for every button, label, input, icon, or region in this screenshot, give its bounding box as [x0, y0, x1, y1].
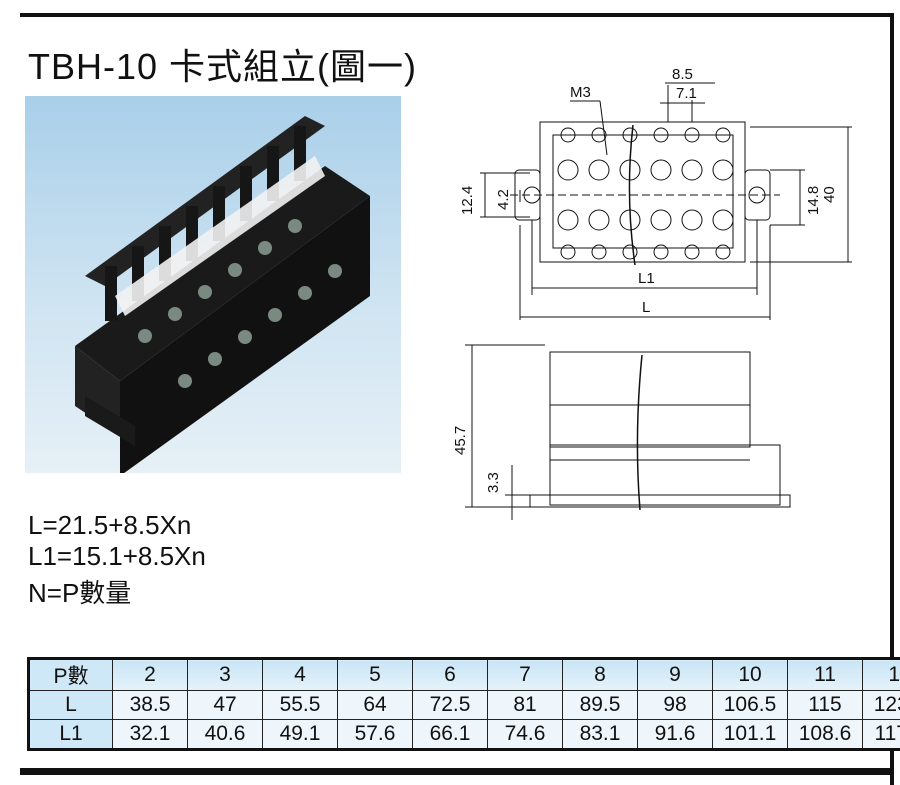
table-cell: 38.5	[112, 690, 188, 720]
screw-icon	[712, 209, 734, 231]
table-cell: 66.1	[412, 719, 488, 750]
dim-14-8: 14.8	[805, 186, 822, 215]
screw-icon	[591, 127, 607, 143]
table-cell: 49.1	[262, 719, 338, 750]
screw-icon	[715, 127, 731, 143]
table-cell: 81	[487, 690, 563, 720]
terminal-block-image	[75, 116, 370, 476]
screw-icon	[681, 209, 703, 231]
table-cell: 55.5	[262, 690, 338, 720]
dim-l1: L1	[638, 270, 655, 287]
table-cell: 98	[637, 690, 713, 720]
dim-40: 40	[821, 186, 838, 203]
top-border	[20, 13, 894, 17]
screw-icon	[650, 159, 672, 181]
top-view: 8.5 7.1 M3 12.4 4.2 14.8 40 L1 L	[459, 66, 852, 320]
screw-icon	[653, 244, 669, 260]
dim-3-3: 3.3	[485, 472, 502, 493]
formula-l1: L1=15.1+8.5Xn	[28, 541, 206, 571]
dim-l: L	[642, 299, 650, 316]
side-view: 45.7 3.3	[452, 344, 791, 520]
screw-icon	[588, 209, 610, 231]
screw-icon	[560, 244, 576, 260]
screw-icon	[591, 244, 607, 260]
table-cell: 11	[787, 658, 863, 691]
table-cell: 12	[862, 658, 900, 691]
dim-12-4: 12.4	[459, 186, 476, 215]
formula-l: L=21.5+8.5Xn	[28, 510, 192, 540]
screw-icon	[681, 159, 703, 181]
formula-n: N=P數量	[28, 578, 132, 608]
table-cell: 6	[412, 658, 488, 691]
barrier-fin	[105, 266, 117, 321]
table-cell: 7	[487, 658, 563, 691]
table-header-row: P數23456789101112	[28, 658, 900, 691]
screw-icon	[684, 127, 700, 143]
table-row-label: L1	[28, 719, 113, 750]
table-cell: 108.6	[787, 719, 863, 750]
table-cell: 72.5	[412, 690, 488, 720]
table-cell: 83.1	[562, 719, 638, 750]
screw-icon	[557, 159, 579, 181]
table-cell: 9	[637, 658, 713, 691]
screw-icon	[712, 159, 734, 181]
table-cell: 117.1	[862, 719, 900, 750]
screw-icon	[560, 127, 576, 143]
table-cell: 106.5	[712, 690, 788, 720]
table-cell: 2	[112, 658, 188, 691]
technical-drawing: 8.5 7.1 M3 12.4 4.2 14.8 40 L1 L	[452, 66, 852, 520]
table-cell: 32.1	[112, 719, 188, 750]
table-cell: 64	[337, 690, 413, 720]
table-row-label: P數	[28, 658, 113, 691]
table-cell: 4	[262, 658, 338, 691]
table-cell: 115	[787, 690, 863, 720]
table-cell: 8	[562, 658, 638, 691]
bottom-border	[20, 768, 894, 775]
table-cell: 91.6	[637, 719, 713, 750]
product-photo	[25, 96, 401, 476]
screw-icon	[557, 209, 579, 231]
page-title: TBH-10 卡式組立(圖一)	[28, 46, 418, 87]
screw-icon	[653, 127, 669, 143]
table-row-label: L	[28, 690, 113, 720]
screw-icon	[622, 244, 638, 260]
dim-gap: 7.1	[676, 85, 697, 102]
screw-icon	[684, 244, 700, 260]
table-cell: 89.5	[562, 690, 638, 720]
table-cell: 123.5	[862, 690, 900, 720]
table-cell: 101.1	[712, 719, 788, 750]
dim-4-2: 4.2	[495, 189, 512, 210]
dimension-table: P數23456789101112 L38.54755.56472.58189.5…	[27, 657, 900, 751]
table-cell: 10	[712, 658, 788, 691]
screw-label: M3	[570, 84, 591, 101]
right-border	[890, 13, 894, 785]
screw-icon	[588, 159, 610, 181]
screw-icon	[650, 209, 672, 231]
table-cell: 40.6	[187, 719, 263, 750]
table-cell: 5	[337, 658, 413, 691]
table-cell: 74.6	[487, 719, 563, 750]
screw-icon	[622, 127, 638, 143]
dim-45-7: 45.7	[452, 426, 469, 455]
table-cell: 57.6	[337, 719, 413, 750]
table-cell: 47	[187, 690, 263, 720]
dim-pitch: 8.5	[672, 66, 693, 83]
screw-icon	[715, 244, 731, 260]
table-cell: 3	[187, 658, 263, 691]
